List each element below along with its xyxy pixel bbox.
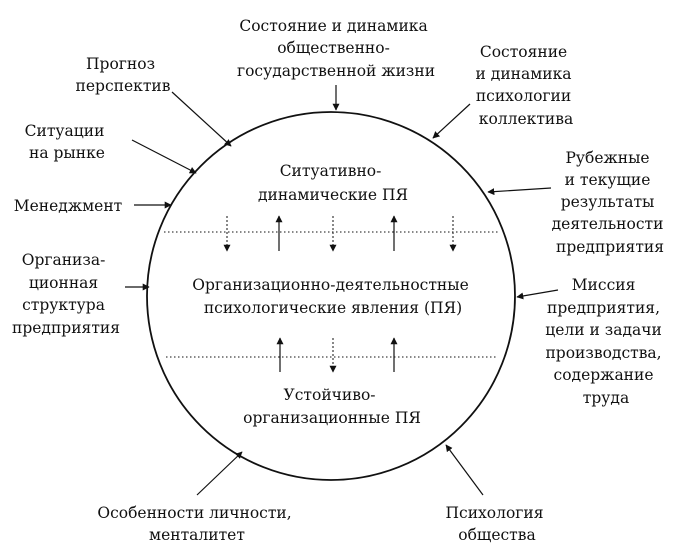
- factor-org-structure: Организа- ционная структура предприятия: [12, 251, 120, 337]
- arrow-mission: [516, 289, 559, 300]
- arrow-society: [445, 444, 484, 496]
- arrow-personality: [196, 451, 243, 496]
- inner-top-label: Ситуативно- динамические ПЯ: [258, 162, 408, 204]
- factor-mission: Миссия предприятия, цели и задачи произв…: [545, 276, 667, 407]
- inner-bottom-label: Устойчиво- организационные ПЯ: [243, 386, 421, 427]
- arrow-collective-psychology: [432, 103, 471, 139]
- arrow-forecast: [171, 91, 232, 147]
- inner-middle-label: Организационно-деятельностные психологич…: [192, 276, 473, 317]
- arrow-results: [487, 187, 552, 196]
- factor-society: Психология общества: [446, 504, 549, 544]
- factor-management: Менеджмент: [14, 197, 123, 215]
- factor-results: Рубежные и текущие результаты деятельнос…: [552, 149, 669, 256]
- arrow-market: [131, 139, 197, 174]
- factor-personality: Особенности личности, менталитет: [97, 504, 296, 544]
- factor-collective-psychology: Состояние и динамика психологии коллекти…: [476, 43, 577, 128]
- main-circle: [146, 111, 516, 481]
- factor-forecast: Прогноз перспектив: [76, 55, 171, 95]
- factor-state-public-life: Состояние и динамика общественно- госуда…: [237, 17, 435, 80]
- factor-market: Ситуации на рынке: [25, 122, 110, 162]
